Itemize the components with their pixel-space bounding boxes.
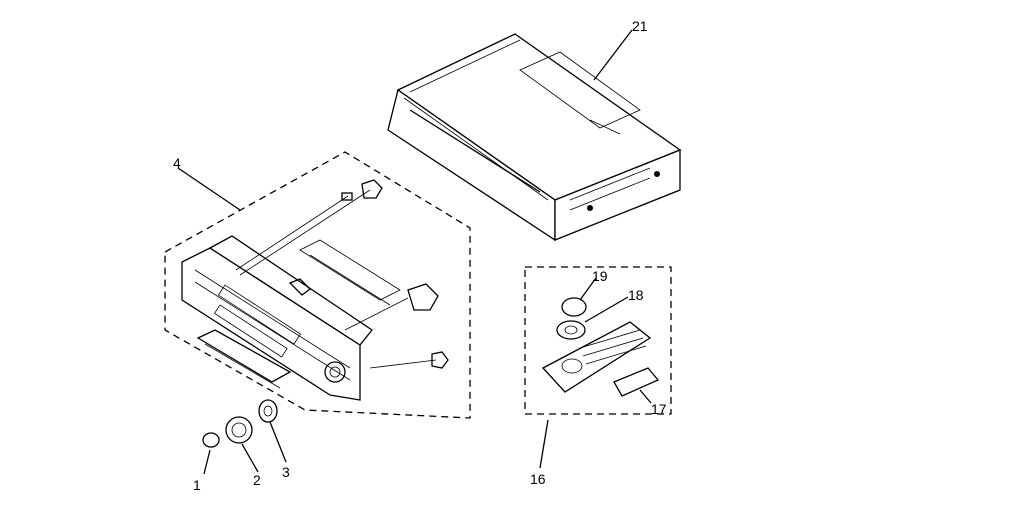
callout-19: 19 <box>592 268 608 284</box>
callout-2: 2 <box>253 472 261 488</box>
callout-labels: 1 2 3 4 16 17 18 19 21 <box>173 18 667 493</box>
front-panel-assembly-part-4 <box>164 151 471 419</box>
knob-cap-part-1 <box>202 432 220 448</box>
leader-lines <box>177 29 652 475</box>
callout-4: 4 <box>173 155 181 171</box>
callout-18: 18 <box>628 287 644 303</box>
knob-ring-part-3 <box>258 399 278 423</box>
knob-part-2 <box>225 416 253 444</box>
remote-control-kit-part-16 <box>524 266 672 415</box>
callout-17: 17 <box>651 401 667 417</box>
callout-1: 1 <box>193 477 201 493</box>
callout-16: 16 <box>530 471 546 487</box>
callout-21: 21 <box>632 18 648 34</box>
top-cover-part-21 <box>387 33 682 242</box>
callout-3: 3 <box>282 464 290 480</box>
